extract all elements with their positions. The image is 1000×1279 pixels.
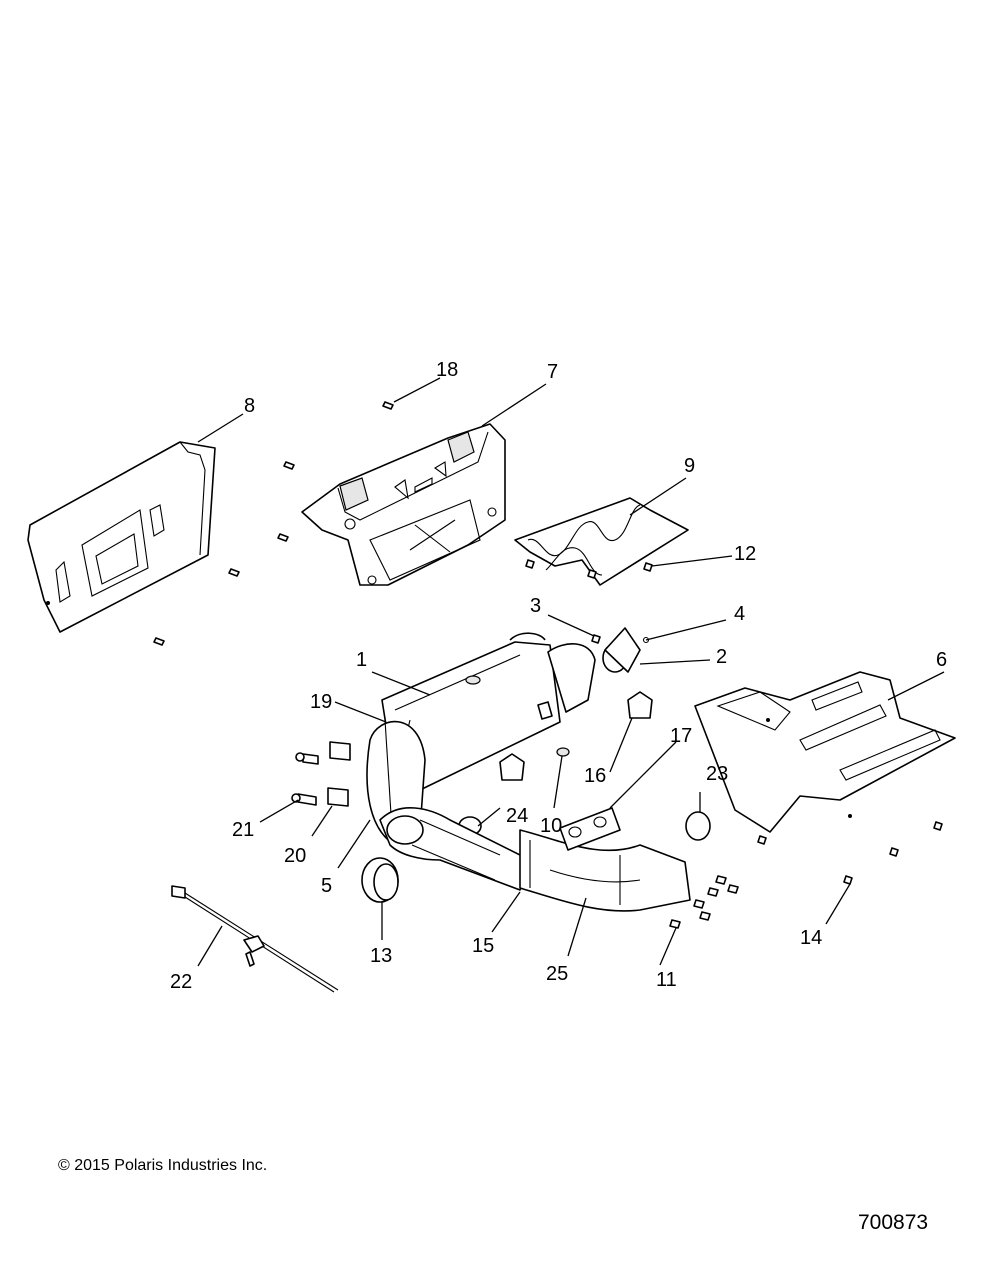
part-25-exhaust-pipe	[519, 829, 691, 912]
part-11-bolts	[669, 875, 739, 929]
callout-2: 2	[716, 646, 727, 668]
leader-lines	[197, 377, 945, 967]
callout-18: 18	[436, 359, 458, 381]
callout-17: 17	[670, 725, 692, 747]
callout-1: 1	[356, 649, 367, 671]
callout-24: 24	[506, 805, 528, 827]
part-13-seal-ring	[361, 857, 399, 903]
part-15-exhaust-pipe	[379, 807, 531, 891]
callout-5: 5	[321, 875, 332, 897]
copyright-notice: © 2015 Polaris Industries Inc.	[58, 1157, 268, 1174]
callout-13: 13	[370, 945, 392, 967]
parts-20-21-springs-bolts	[291, 741, 351, 807]
callout-9: 9	[684, 455, 695, 477]
callout-25: 25	[546, 963, 568, 985]
part-9-heat-shield-corrugated	[514, 497, 689, 586]
part-24-rubber-mount	[499, 753, 525, 781]
part-8-heat-shield-left	[27, 441, 216, 633]
callout-4: 4	[734, 603, 745, 625]
callout-7: 7	[547, 361, 558, 383]
callout-8: 8	[244, 395, 255, 417]
part-3-screw	[591, 634, 601, 644]
callout-3: 3	[530, 595, 541, 617]
part-23-clamp	[685, 811, 711, 841]
callout-21: 21	[232, 819, 254, 841]
part-17-gasket	[559, 807, 621, 851]
callout-23: 23	[706, 763, 728, 785]
part-22-cable-tie	[171, 885, 339, 993]
part-2-outlet-tip	[602, 627, 641, 673]
callout-14: 14	[800, 927, 822, 949]
callout-15: 15	[472, 935, 494, 957]
part-6-heat-shield-right	[694, 671, 956, 833]
callout-22: 22	[170, 971, 192, 993]
callout-16: 16	[584, 765, 606, 787]
callout-12: 12	[734, 543, 756, 565]
part-16-rubber-mount	[627, 691, 653, 719]
part-14-fasteners	[757, 821, 943, 885]
callout-6: 6	[936, 649, 947, 671]
drawing-number: 700873	[858, 1211, 929, 1234]
callout-19: 19	[310, 691, 332, 713]
callout-11: 11	[656, 969, 677, 991]
callout-10: 10	[540, 815, 562, 837]
part-7-heat-shield-center	[301, 423, 506, 586]
fastener-group-upper	[153, 401, 394, 646]
callout-labels: 1 2 3 4 5 6 7 8 9 10 11 12 13 14 15 16 1…	[170, 359, 947, 993]
callout-20: 20	[284, 845, 306, 867]
